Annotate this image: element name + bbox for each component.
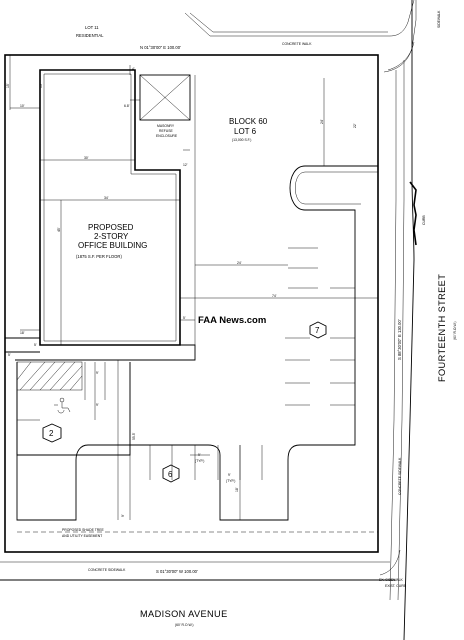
front-walk xyxy=(5,337,196,361)
building-label-1: PROPOSED xyxy=(88,223,134,232)
svg-text:2: 2 xyxy=(49,429,54,438)
east-drive-aisle xyxy=(295,171,378,205)
west-parking-stalls xyxy=(17,362,106,421)
dim-label: 55.5' xyxy=(132,432,136,440)
building-label-3: OFFICE BUILDING xyxy=(78,241,147,250)
dim-label: 24' xyxy=(320,119,324,124)
dim-label: 74' xyxy=(272,294,277,298)
enclosure-label-1: MASONRY xyxy=(157,124,175,128)
refuse-enclosure xyxy=(139,74,191,121)
parking-count-badge: 2 xyxy=(42,423,62,443)
dim-label: 18' xyxy=(20,331,25,335)
dim-label: 15' xyxy=(6,83,10,88)
lot-label: LOT 6 xyxy=(234,127,257,136)
dim-label: 9' xyxy=(96,371,99,375)
east-curb-line xyxy=(403,0,415,640)
building-label-4: (1875 S.F. PER FLOOR) xyxy=(76,254,122,259)
dim-label: 34' xyxy=(104,196,109,200)
dim-label: 22' xyxy=(353,123,357,128)
parking-count-badge: 7 xyxy=(309,321,327,339)
enclosure-label-3: ENCLOSURE xyxy=(156,134,178,138)
south-street-row: (60' R.O.W.) xyxy=(175,623,194,627)
watermark-text: FAA News.com xyxy=(198,315,266,326)
east-sidewalk-label: CONCRETE SIDEWALK xyxy=(398,457,402,495)
dim-label: 5' xyxy=(34,343,37,347)
south-parking-stalls xyxy=(149,445,263,480)
dim-label: 45' xyxy=(57,227,61,232)
building-footprint xyxy=(39,69,181,346)
enclosure-label-2: REFUSE xyxy=(159,129,173,133)
dim-label: 5' xyxy=(183,316,186,320)
neighbor-lot-label: LOT 11 xyxy=(85,25,99,30)
south-walk-label: CONCRETE SIDEWALK xyxy=(88,568,126,572)
ne-corner-curb xyxy=(387,41,415,71)
typical-stall-note: (TYP.) xyxy=(226,479,235,483)
typical-stall-width: 9' xyxy=(228,473,231,477)
neighbor-lot-use: RESIDENTIAL xyxy=(76,33,104,38)
north-walk-inner-edge xyxy=(189,12,388,33)
east-street-name: FOURTEENTH STREET xyxy=(437,274,447,382)
lot-area-label: (13,000 S.F.) xyxy=(232,138,251,142)
east-sidewalk-outer xyxy=(397,60,405,601)
dimension-lines xyxy=(9,55,378,520)
typical-stall-note: (TYP.) xyxy=(195,459,204,463)
typical-stall-width: 9' xyxy=(198,453,201,457)
north-parking-island xyxy=(16,165,378,521)
north-bearing-label: N 01°30'00" E 100.00' xyxy=(140,45,181,50)
east-bearing-label: S 88°30'00" E 130.00' xyxy=(397,319,402,360)
handicap-access-aisle xyxy=(16,361,83,391)
north-walk-label: CONCRETE WALK xyxy=(282,42,312,46)
dim-label: 18' xyxy=(235,487,239,492)
north-concrete-walk xyxy=(184,0,415,37)
curb-cut-detail xyxy=(409,181,417,246)
dim-label: 24' xyxy=(237,261,242,265)
enclosure-x-2 xyxy=(139,74,191,121)
se-corner-curb xyxy=(379,549,401,576)
se-sidewalk-label: EX. SIDEWALK xyxy=(379,578,404,582)
building-label-2: 2-STORY xyxy=(94,232,129,241)
svg-text:6: 6 xyxy=(168,470,173,479)
east-sidewalk-inner xyxy=(389,70,397,601)
south-street-name: MADISON AVENUE xyxy=(140,609,228,619)
east-street-row: (60' R.O.W.) xyxy=(453,321,457,340)
easement-label-1: PROPOSED SHADE TREE xyxy=(62,528,105,532)
dim-label: 10' xyxy=(20,104,25,108)
dim-label: 6.8' xyxy=(124,104,130,108)
dim-label: 30' xyxy=(84,156,89,160)
ne-sidewalk-label: SIDEWALK xyxy=(437,10,441,28)
block-label: BLOCK 60 xyxy=(229,117,268,126)
dim-label: 9' xyxy=(96,403,99,407)
dim-label: 4' xyxy=(132,67,135,71)
se-curb-label: EXIST. CURB xyxy=(385,584,407,588)
building-offset-line xyxy=(43,73,177,342)
svg-text:7: 7 xyxy=(315,326,320,335)
south-bearing-label: S 01°30'00" W 100.00' xyxy=(156,569,198,574)
dim-label: 15' xyxy=(39,83,43,88)
curb-label: CURB xyxy=(422,215,426,225)
parking-count-badge: 6 xyxy=(162,464,180,483)
accessible-parking-icon xyxy=(54,397,71,414)
easement-label-2: AND UTILITY EASEMENT xyxy=(62,534,102,538)
dim-label: 5' xyxy=(8,353,11,357)
west-parking-lot xyxy=(16,362,131,456)
dim-label: 9' xyxy=(121,514,125,517)
dim-label: 12' xyxy=(183,163,188,167)
east-parking-stalls xyxy=(285,247,355,406)
